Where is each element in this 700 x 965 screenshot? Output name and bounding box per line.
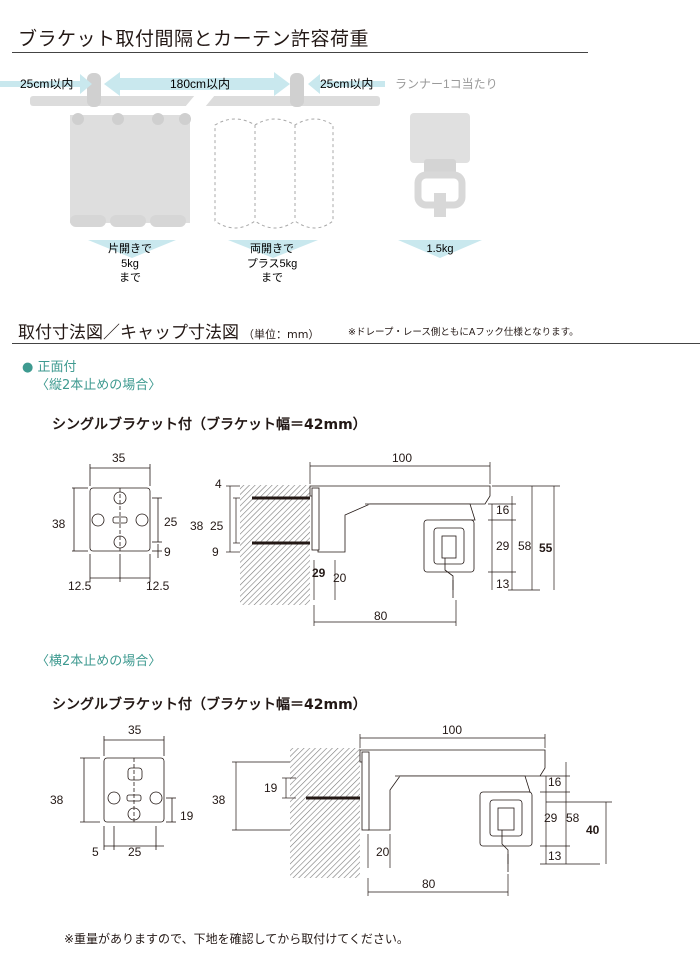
dim-pitch-25: 25 [128,845,142,859]
load-arrow-runner [398,240,482,258]
dim-hole-19: 19 [180,809,194,823]
vertical-screw-label: 〈縦2本止めの場合〉 [36,378,162,393]
runner-label: ランナー1コ当たり [395,77,498,91]
dim-cap-29: 29 [496,539,510,553]
bracket-right [290,73,304,107]
dim-left-12-5: 12.5 [68,579,92,593]
curtain-double [214,118,334,229]
dim-side-19: 19 [264,781,278,795]
dim-cap-16: 16 [496,503,510,517]
dim-side-38: 38 [212,793,226,807]
front-plate-vertical [89,487,151,552]
dim-width-35: 35 [112,451,126,465]
dim-cap-16: 16 [548,775,562,789]
dimension-section-title: 取付寸法図／キャップ寸法図（単位：mm） [18,323,320,343]
bracket-left [87,73,101,107]
dim-depth-100: 100 [442,723,462,737]
arrow-center-span [104,72,290,96]
load-double-1: 両開きで [250,242,294,255]
side-view-vertical [226,462,560,626]
load-single-3: まで [119,271,141,284]
dim-reach-80: 80 [422,877,436,891]
front-mount-label: ● 正面付 [22,360,77,375]
load-arrow-single [88,240,176,258]
load-single-1: 片開きで [108,242,152,255]
dim-side-29: 29 [312,566,326,580]
load-runner: 1.5kg [427,243,454,255]
runner-icon [410,113,470,217]
single-bracket-title: シングルブラケット付（ブラケット幅＝42mm） [52,697,367,713]
dim-depth-100: 100 [392,451,412,465]
load-double-3: まで [261,271,283,284]
spacing-left: 25cm以内 [20,77,73,91]
dim-bottom-9: 9 [164,545,171,559]
arrow-right-span [308,74,385,94]
section-divider [12,343,700,344]
dim-reach-80: 80 [374,609,388,623]
section-divider [12,52,588,53]
load-single-2: 5kg [121,258,139,270]
dim-cap-13: 13 [496,577,510,591]
dim-side-25: 25 [210,519,224,533]
dim-side-20: 20 [376,845,390,859]
dim-screw-pitch-25: 25 [164,515,178,529]
dim-edge-5: 5 [92,845,99,859]
dim-cap-58: 58 [566,811,580,825]
horizontal-screw-label: 〈横2本止めの場合〉 [36,654,162,669]
dim-side-20: 20 [333,571,347,585]
dim-right-12-5: 12.5 [146,579,170,593]
single-bracket-title: シングルブラケット付（ブラケット幅＝42mm） [52,417,367,433]
dim-height-38: 38 [50,793,64,807]
spacing-right: 25cm以内 [320,77,373,91]
vertical-fix-drawing: 35 38 25 9 12.5 12.5 [52,451,560,626]
front-plate-horizontal [103,757,165,823]
load-double-2: プラス5kg [247,257,298,270]
unit-label: （単位：mm） [243,328,320,341]
spacing-load-diagram: 25cm以内 180cm以内 25cm以内 ランナー1コ当たり 片開きで 5kg… [0,72,498,284]
footer-warning: ※重量がありますので、下地を確認してから取付けてください。 [64,932,409,946]
arrow-left-span [0,74,92,94]
dim-total-55: 55 [539,541,553,555]
load-arrow-double [228,240,318,258]
hook-note: ※ドレープ・レース側ともにAフック仕様となります。 [348,327,579,338]
dim-side-38: 38 [190,519,204,533]
side-view-horizontal [232,734,612,896]
dim-top-4: 4 [215,477,222,491]
dim-cap-13: 13 [548,849,562,863]
load-section-title: ブラケット取付間隔とカーテン許容荷重 [18,28,370,50]
spacing-center: 180cm以内 [170,77,230,91]
dim-height-38: 38 [52,517,66,531]
dim-side-9: 9 [212,545,219,559]
dim-cap-58: 58 [518,539,532,553]
horizontal-fix-drawing: 35 38 19 5 25 [50,723,612,896]
curtain-single [70,113,191,227]
dim-total-40: 40 [586,823,600,837]
dim-width-35: 35 [128,723,142,737]
dim-cap-29: 29 [544,811,558,825]
